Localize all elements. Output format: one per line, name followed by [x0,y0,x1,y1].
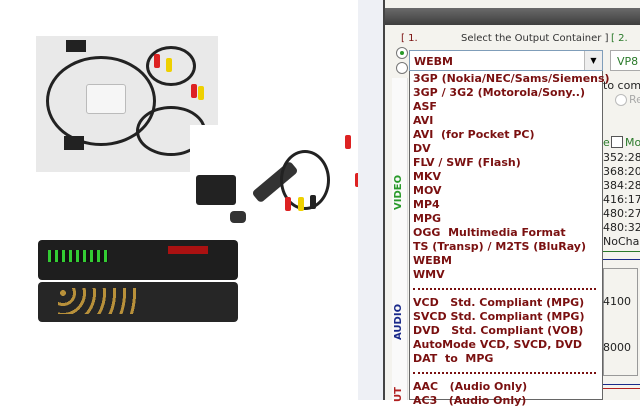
dropdown-option[interactable]: SVCD Std. Compliant (MPG) [413,310,585,323]
mon-label: Mon [625,136,640,149]
dropdown-option[interactable]: FLV / SWF (Flash) [413,156,521,169]
dropdown-option[interactable]: VCD Std. Compliant (MPG) [413,296,585,309]
video-mode-radio[interactable] [396,47,408,59]
divider [603,251,640,252]
title-bar[interactable] [385,8,640,25]
dropdown-option[interactable]: AVI (for Pocket PC) [413,128,535,141]
converter-window: [ 1. Select the Output Container ] [ 2. … [383,0,640,407]
step2-label: [ 2. [611,33,628,44]
resolution-option[interactable]: 368:208 [603,165,640,178]
output-container-select[interactable]: WEBM ▼ [409,50,603,71]
dropdown-option[interactable]: MPG [413,212,442,225]
dropdown-option[interactable]: ASF [413,100,437,113]
audio-rate-box [603,268,638,376]
output-container-heading: Select the Output Container ] [461,33,609,44]
dropdown-option[interactable]: 3GP / 3G2 (Motorola/Sony..) [413,86,585,99]
resolution-list: 352:288 368:208 384:288 416:176 480:272 … [603,151,640,249]
audio-rate-value: 8000 [603,341,631,354]
dropdown-option[interactable]: MKV [413,170,441,183]
dropdown-option[interactable]: MOV [413,184,442,197]
usb-video-grabber-photo [190,125,390,228]
compliance-label: to compl [603,79,640,92]
section-strip [392,78,408,400]
window-shadow-edge [358,0,384,400]
rea-radio[interactable] [615,94,627,106]
step1-label: [ 1. [401,33,418,44]
dropdown-option[interactable]: AC3 (Audio Only) [413,394,527,407]
audio-interface-photo [38,238,238,330]
chevron-down-icon[interactable]: ▼ [584,51,602,70]
separator [413,366,596,374]
capture-device-cables-photo [36,36,218,172]
dropdown-option[interactable]: DVD Std. Compliant (VOB) [413,324,584,337]
resolution-option[interactable]: NoChan [603,235,640,248]
dropdown-option[interactable]: AutoMode VCD, SVCD, DVD [413,338,582,351]
resolution-option[interactable]: 480:272 [603,207,640,220]
audio-mode-radio[interactable] [396,62,408,74]
selected-container: WEBM [414,55,453,68]
dropdown-option[interactable]: TS (Transp) / M2TS (BluRay) [413,240,587,253]
dropdown-option[interactable]: WMV [413,268,445,281]
dropdown-option[interactable]: MP4 [413,198,440,211]
dropdown-option[interactable]: WEBM [413,254,452,267]
mon-checkbox[interactable] [611,136,623,148]
dropdown-option[interactable]: OGG Multimedia Format [413,226,566,239]
dropdown-option[interactable]: 3GP (Nokia/NEC/Sams/Siemens) [413,72,610,85]
divider [603,384,640,385]
video-codec-select[interactable]: VP8 [610,50,640,71]
resolution-option[interactable]: 352:288 [603,151,640,164]
dropdown-option[interactable]: AAC (Audio Only) [413,380,528,393]
rea-label: Rea [629,93,640,106]
video-section-label: VIDEO [393,174,404,210]
resolution-option[interactable]: 416:176 [603,193,640,206]
audio-rate-value: 4100 [603,295,631,308]
resolution-option[interactable]: 480:320 [603,221,640,234]
divider [603,388,640,389]
resolution-option[interactable]: 384:288 [603,179,640,192]
separator [413,282,596,290]
dropdown-option[interactable]: AVI [413,114,434,127]
audio-section-label: AUDIO [393,303,404,340]
divider [603,259,640,260]
container-dropdown-list: 3GP (Nokia/NEC/Sams/Siemens)3GP / 3G2 (M… [409,71,610,407]
dropdown-option[interactable]: DAT to MPG [413,352,494,365]
label-fragment: e [603,136,610,149]
dropdown-option[interactable]: DV [413,142,431,155]
